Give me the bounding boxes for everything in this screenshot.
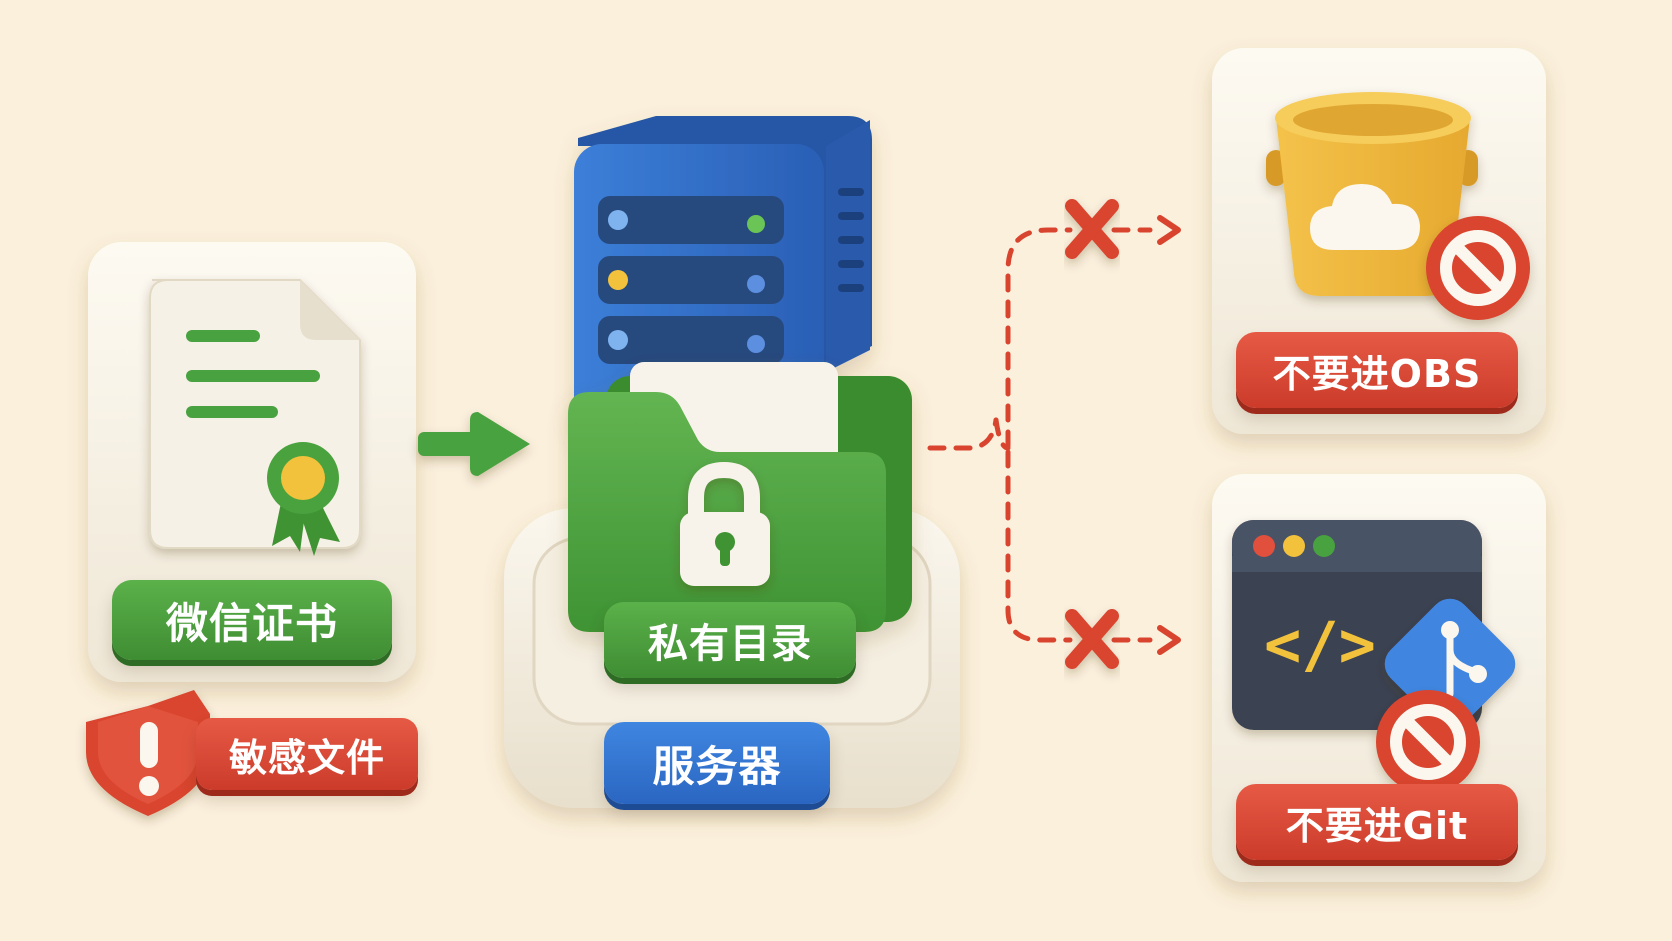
blocked-x-icon [1065,199,1119,669]
certificate-document-icon [149,279,361,549]
warning-shield-icon [86,690,210,816]
code-glyph: </> [1264,608,1376,681]
award-seal-icon [267,442,340,556]
no-obs-label: 不要进OBS [1236,332,1518,408]
transfer-arrow-icon [418,412,530,476]
prohibited-icon [1426,216,1530,320]
private-dir-label: 私有目录 [604,602,856,678]
wechat-cert-label: 微信证书 [112,580,392,660]
blocked-arrowheads [1157,215,1181,655]
cloud-bucket-icon [1266,92,1478,296]
no-git-label: 不要进Git [1236,784,1518,860]
sensitive-file-label: 敏感文件 [196,718,418,790]
locked-folder-icon [568,362,912,632]
blocked-paths [927,227,1153,643]
server-label: 服务器 [604,722,830,804]
prohibited-icon [1376,690,1480,794]
padlock-icon [680,461,770,586]
